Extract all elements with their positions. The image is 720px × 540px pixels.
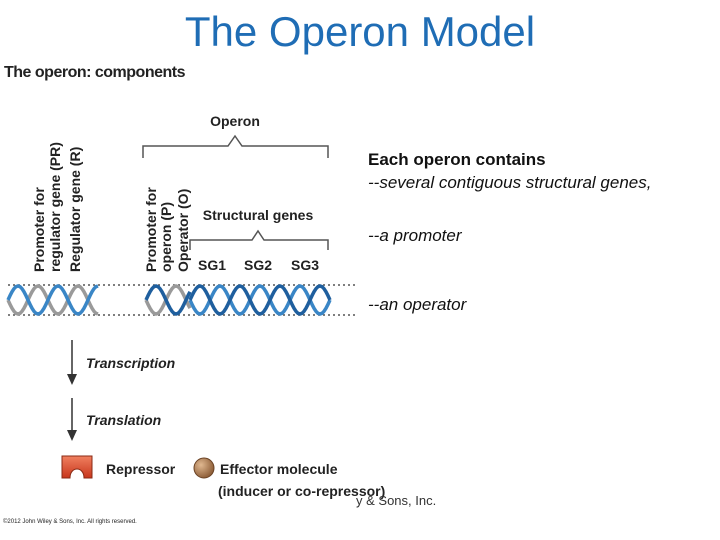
effector-label-line2: (inducer or co-repressor) (218, 483, 385, 499)
publisher-credit-partial: y & Sons, Inc. (356, 493, 437, 508)
effector-molecule-shape (193, 457, 215, 479)
slide-title: The Operon Model (184, 8, 536, 55)
dna-segment-structural-genes-strand-2 (188, 284, 332, 316)
promoter-regulator-label-line1: Promoter for (31, 187, 47, 272)
bullet-promoter: --a promoter (368, 226, 462, 245)
regulator-gene-label: Regulator gene (R) (67, 147, 83, 272)
gene-label-sg3: SG3 (291, 257, 319, 273)
operon-label: Operon (210, 113, 260, 129)
transcription-arrowhead (67, 374, 77, 385)
dna-helix (6, 284, 332, 316)
translation-label: Translation (86, 412, 161, 428)
gene-label-sg2: SG2 (244, 257, 272, 273)
structural-genes-bracket (189, 229, 329, 250)
structural-genes-label: Structural genes (203, 207, 314, 223)
promoter-regulator-label-line2: regulator gene (PR) (47, 142, 63, 272)
repressor-label: Repressor (106, 461, 176, 477)
translation-arrowhead (67, 430, 77, 441)
gene-label-sg1: SG1 (198, 257, 226, 273)
promoter-operon-label-line1: Promoter for (143, 187, 159, 272)
bullet-operator: --an operator (368, 295, 467, 314)
dna-segment-structural-genes-strand-1 (188, 284, 332, 316)
promoter-operon-label-line2: operon (P) (158, 202, 174, 272)
effector-label-line1: Effector molecule (220, 461, 338, 477)
dna-segment-regulator-strand-1 (6, 284, 99, 316)
repressor-shape (61, 455, 93, 479)
dna-segment-promoter-operator-strand-2 (144, 284, 192, 316)
bullet-heading: Each operon contains (368, 150, 546, 169)
operon-bracket (142, 134, 329, 158)
transcription-label: Transcription (86, 355, 175, 371)
figure-heading: The operon: components (4, 64, 186, 81)
operator-label: Operator (O) (175, 189, 191, 272)
dna-segment-regulator-strand-2 (6, 284, 99, 316)
dna-segment-promoter-operator-strand-1 (144, 284, 192, 316)
figure-copyright: ©2012 John Wiley & Sons, Inc. All rights… (3, 518, 137, 525)
bullet-structural-genes: --several contiguous structural genes, (368, 173, 652, 192)
